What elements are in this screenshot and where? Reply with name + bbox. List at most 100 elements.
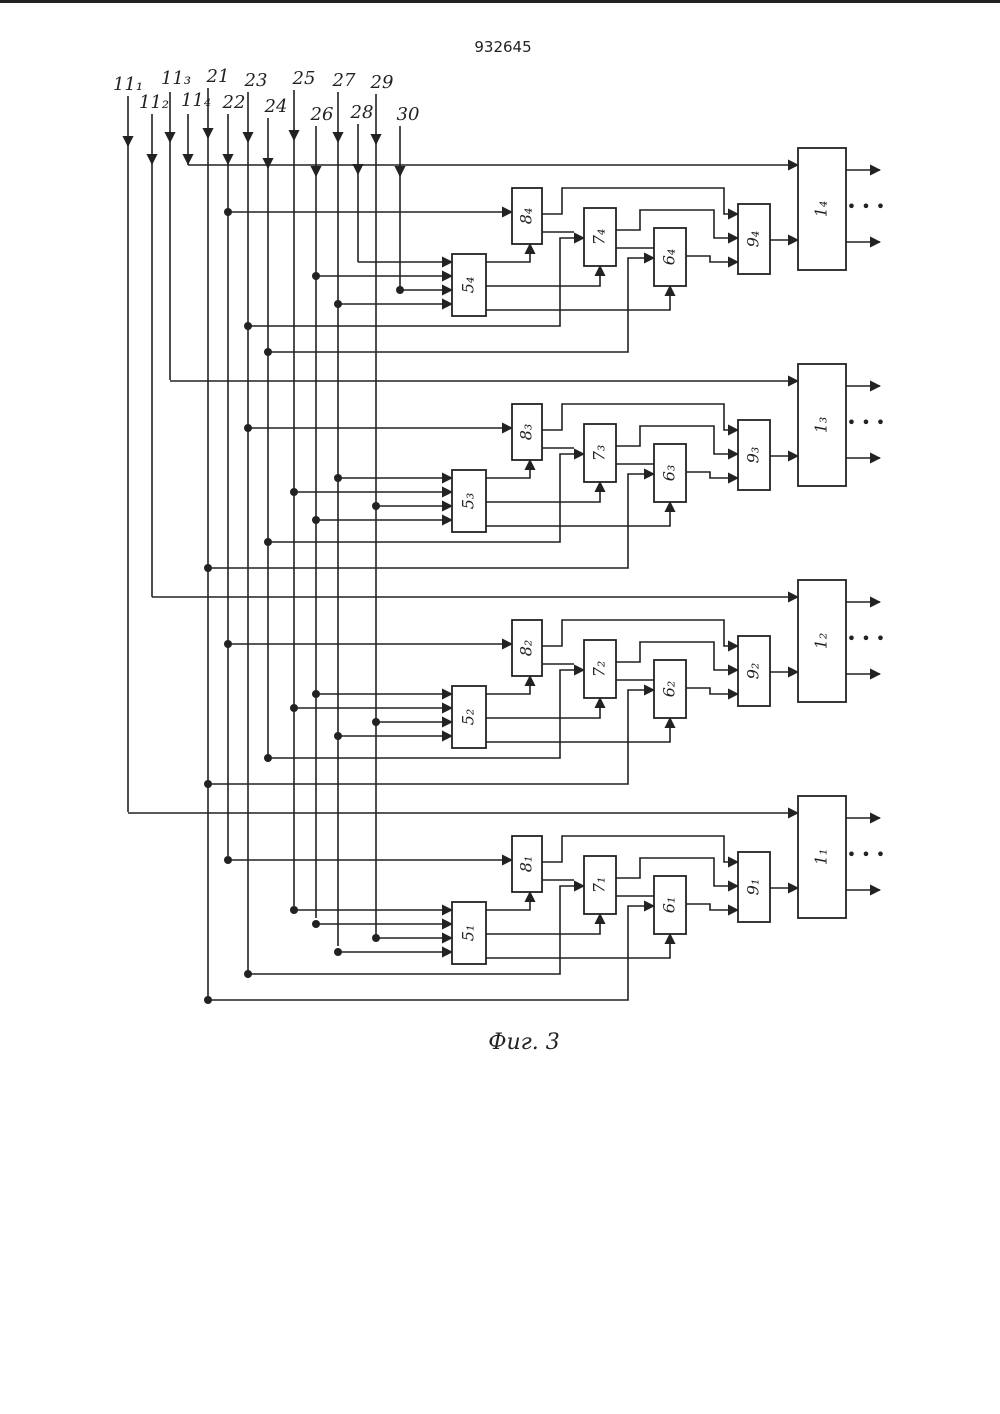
block-1-2: 1₂ [798, 580, 846, 702]
block-8-2-label: 8₂ [517, 640, 536, 657]
junction-dot [264, 754, 272, 762]
output-ellipsis-4: • • • [847, 197, 885, 216]
junction-dot [312, 690, 320, 698]
block-6-1: 6₁ [654, 876, 686, 934]
wire-5-8-4 [486, 244, 530, 262]
wire-5-7-2 [486, 698, 600, 718]
block-9-4-label: 9₄ [744, 231, 763, 248]
junction-dot [312, 516, 320, 524]
wire-5-7-3 [486, 482, 600, 502]
block-6-4: 6₄ [654, 228, 686, 286]
block-7-4-label: 7₄ [590, 229, 609, 246]
junction-dot [224, 856, 232, 864]
in-11-3-label: 11₃ [161, 68, 191, 89]
block-6-1-label: 6₁ [660, 897, 679, 914]
block-1-1: 1₁ [798, 796, 846, 918]
junction-dot [244, 424, 252, 432]
wire-5-7-1 [486, 914, 600, 934]
wire-6-9-1 [686, 904, 738, 910]
junction-dot [290, 488, 298, 496]
in-24-label: 24 [264, 96, 288, 117]
wire-to-7-4 [248, 238, 584, 326]
junction-dot [334, 732, 342, 740]
in-28-label: 28 [350, 102, 374, 123]
junction-dot [372, 934, 380, 942]
wire-5-6-3 [486, 502, 670, 526]
block-7-1: 7₁ [584, 856, 616, 914]
junction-dot [312, 272, 320, 280]
block-9-3-label: 9₃ [744, 447, 763, 464]
block-7-3-label: 7₃ [590, 445, 609, 462]
wire-6-9-4 [686, 256, 738, 262]
junction-dot [244, 322, 252, 330]
block-7-2: 7₂ [584, 640, 616, 698]
junction-dot [224, 208, 232, 216]
block-8-4-label: 8₄ [517, 208, 536, 225]
wire-to-6-3 [208, 474, 654, 568]
block-9-4: 9₄ [738, 204, 770, 274]
block-7-1-label: 7₁ [590, 877, 609, 894]
wire-5-8-3 [486, 460, 530, 478]
wire-to-6-1 [208, 906, 654, 1000]
wire-6-9-2 [686, 688, 738, 694]
block-9-1: 9₁ [738, 852, 770, 922]
output-ellipsis-2: • • • [847, 629, 885, 648]
block-6-3-label: 6₃ [660, 465, 679, 482]
in-11-2-label: 11₂ [139, 92, 169, 113]
junction-dot [264, 348, 272, 356]
in-11-4-label: 11₄ [181, 90, 211, 111]
junction-dot [372, 502, 380, 510]
junction-dot [396, 286, 404, 294]
block-7-3: 7₃ [584, 424, 616, 482]
junction-dot [372, 718, 380, 726]
block-6-2: 6₂ [654, 660, 686, 718]
output-ellipsis-3: • • • [847, 413, 885, 432]
block-8-3: 8₃ [512, 404, 542, 460]
wire-5-6-2 [486, 718, 670, 742]
output-ellipsis-1: • • • [847, 845, 885, 864]
block-1-1-label: 1₁ [812, 849, 831, 866]
junction-dot [204, 564, 212, 572]
block-9-3: 9₃ [738, 420, 770, 490]
figure-caption: Фиг. 3 [484, 1030, 564, 1055]
in-29-label: 29 [370, 72, 394, 93]
block-9-1-label: 9₁ [744, 879, 763, 896]
block-6-3: 6₃ [654, 444, 686, 502]
block-5-3-label: 5₃ [459, 493, 478, 510]
junction-dot [204, 780, 212, 788]
block-5-2: 5₂ [452, 686, 486, 748]
junction-dot [312, 920, 320, 928]
block-5-2-label: 5₂ [459, 709, 478, 726]
block-1-3-label: 1₃ [812, 417, 831, 434]
in-23-label: 23 [244, 70, 268, 91]
block-5-1-label: 5₁ [459, 925, 478, 942]
wire-5-8-2 [486, 676, 530, 694]
wire-to-6-2 [208, 690, 654, 784]
block-6-2-label: 6₂ [660, 681, 679, 698]
in-30-label: 30 [397, 104, 420, 125]
wire-5-7-4 [486, 266, 600, 286]
block-9-2-label: 9₂ [744, 663, 763, 680]
block-7-2-label: 7₂ [590, 661, 609, 678]
block-5-3: 5₃ [452, 470, 486, 532]
junction-dot [334, 300, 342, 308]
wire-to-7-1 [248, 886, 584, 974]
junction-dot [244, 970, 252, 978]
block-1-2-label: 1₂ [812, 633, 831, 650]
block-6-4-label: 6₄ [660, 249, 679, 266]
in-25-label: 25 [292, 68, 316, 89]
in-22-label: 22 [222, 92, 246, 113]
block-5-1: 5₁ [452, 902, 486, 964]
in-26-label: 26 [310, 104, 334, 125]
block-7-4: 7₄ [584, 208, 616, 266]
block-5-4-label: 5₄ [459, 277, 478, 294]
block-9-2: 9₂ [738, 636, 770, 706]
wire-5-6-4 [486, 286, 670, 310]
in-21-label: 21 [206, 66, 230, 87]
block-8-4: 8₄ [512, 188, 542, 244]
junction-dot [204, 996, 212, 1004]
block-8-1: 8₁ [512, 836, 542, 892]
junction-dot [290, 906, 298, 914]
block-8-2: 8₂ [512, 620, 542, 676]
